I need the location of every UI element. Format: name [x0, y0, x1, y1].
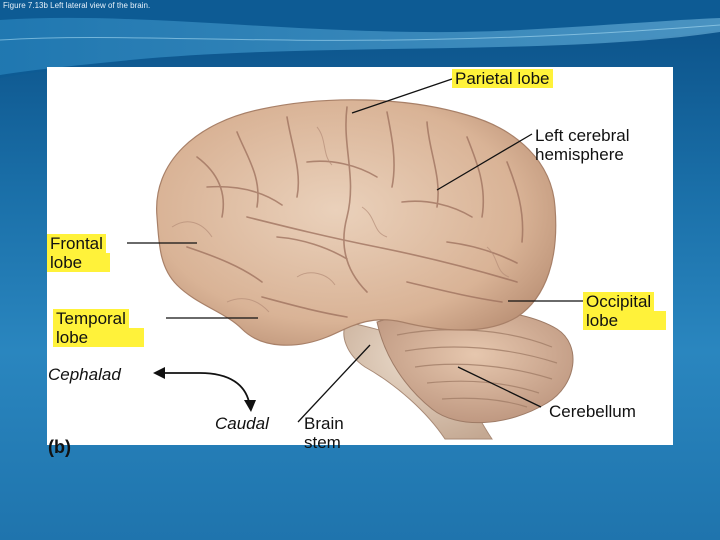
label-parietal-lobe: Parietal lobe — [452, 69, 553, 88]
label-parietal-text: Parietal lobe — [452, 69, 553, 88]
label-frontal-line2: lobe — [47, 253, 111, 272]
label-left-cerebral-hemisphere: Left cerebral hemisphere — [535, 126, 630, 164]
leader-cerebellum — [457, 366, 542, 408]
leader-left-cerebral — [436, 133, 533, 191]
label-temporal-line1: Temporal — [53, 309, 129, 328]
cephalad-arrow — [153, 367, 200, 379]
label-frontal-line1: Frontal — [47, 234, 106, 253]
caudal-arrow — [199, 372, 256, 412]
label-temporal-line2: lobe — [53, 328, 145, 347]
leader-parietal — [351, 78, 453, 114]
leader-brain-stem — [297, 344, 371, 423]
label-occipital-line1: Occipital — [583, 292, 655, 311]
brain-illustration — [156, 99, 574, 440]
label-temporal-lobe: Temporal lobe — [53, 309, 145, 347]
label-occipital-line2: lobe — [583, 311, 667, 330]
label-frontal-lobe: Frontal lobe — [47, 234, 111, 272]
label-cerebellum: Cerebellum — [549, 402, 636, 421]
label-brain-stem-line1: Brain — [304, 414, 344, 433]
label-occipital-lobe: Occipital lobe — [583, 292, 667, 330]
label-caudal: Caudal — [215, 414, 269, 433]
label-brain-stem: Brain stem — [304, 414, 344, 452]
label-brain-stem-line2: stem — [304, 433, 341, 452]
header-wave-decoration — [0, 0, 720, 78]
brain-photo-panel — [47, 67, 673, 445]
cerebrum-shape — [156, 99, 557, 346]
slide-caption: Figure 7.13b Left lateral view of the br… — [3, 1, 151, 10]
label-left-cerebral-line1: Left cerebral — [535, 126, 630, 145]
panel-letter: (b) — [48, 437, 71, 457]
label-left-cerebral-line2: hemisphere — [535, 145, 624, 164]
label-cephalad: Cephalad — [48, 365, 121, 384]
